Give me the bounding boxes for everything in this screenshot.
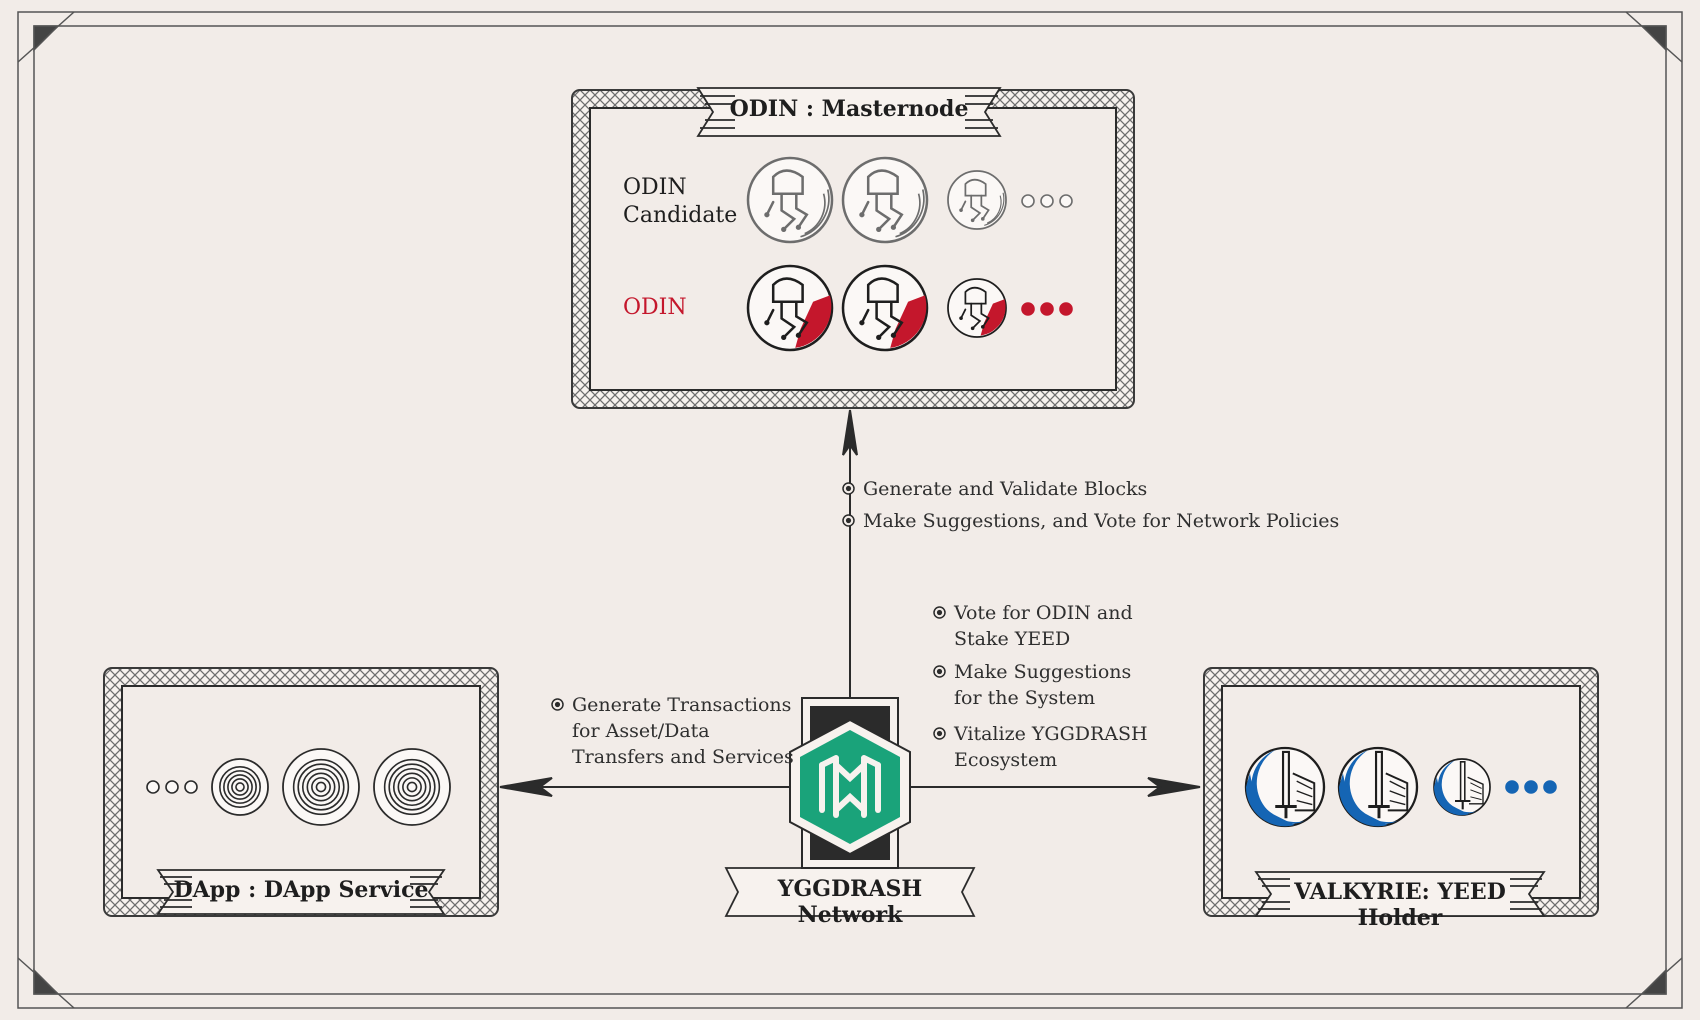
dapp-icon-row xyxy=(146,748,451,826)
viking-helmet-icon xyxy=(947,170,1007,230)
odin-label: ODIN xyxy=(623,295,687,320)
viking-helmet-icon xyxy=(746,156,834,244)
viking-helmet-red-icon xyxy=(746,264,834,352)
odin-masternode-box xyxy=(571,89,1135,409)
viking-helmet-icon xyxy=(841,156,929,244)
valkyrie-icon-row xyxy=(1244,746,1557,828)
concentric-circles-icon xyxy=(211,758,269,816)
valkyrie-sword-icon xyxy=(1337,746,1419,828)
odin-title-ribbon xyxy=(696,87,1002,137)
valkyrie-title-ribbon xyxy=(1254,871,1546,917)
valkyrie-edge-text-1: Vote for ODIN and Stake YEED xyxy=(954,602,1133,650)
yggdrash-hexagon-logo xyxy=(789,697,911,869)
outer-frame xyxy=(17,11,1683,1009)
odin-edge-item-2: Make Suggestions, and Vote for Network P… xyxy=(842,508,1339,534)
valkyrie-edge-item-2: Make Suggestions for the System xyxy=(933,659,1131,711)
network-title: YGGDRASH Network xyxy=(777,876,923,928)
valkyrie-edge-text-2: Make Suggestions for the System xyxy=(954,661,1132,709)
odin-icon-row xyxy=(746,264,1073,352)
odin-candidate-label: ODIN Candidate xyxy=(623,175,738,228)
dapp-edge-item-1: Generate Transactions for Asset/Data Tra… xyxy=(551,692,794,770)
viking-helmet-red-icon xyxy=(841,264,929,352)
dapp-box-title: DApp : DApp Service xyxy=(173,877,429,903)
valkyrie-edge-text-3: Vitalize YGGDRASH Ecosystem xyxy=(954,723,1148,771)
valkyrie-sword-icon xyxy=(1433,758,1491,816)
ellipsis-red-icon xyxy=(1021,302,1073,316)
valkyrie-box-title: VALKYRIE: YEED Holder xyxy=(1294,879,1506,931)
ellipsis-hollow-icon xyxy=(146,780,198,794)
bullet-icon xyxy=(551,698,564,711)
valkyrie-sword-icon xyxy=(1244,746,1326,828)
bullet-icon xyxy=(933,665,946,678)
odin-box-title: ODIN : Masternode xyxy=(729,96,969,122)
dapp-edge-text-1: Generate Transactions for Asset/Data Tra… xyxy=(572,694,794,768)
dapp-title-ribbon xyxy=(156,869,446,915)
connectors xyxy=(499,409,1201,797)
odin-edge-text-1: Generate and Validate Blocks xyxy=(863,478,1148,500)
valkyrie-edge-item-1: Vote for ODIN and Stake YEED xyxy=(933,600,1133,652)
viking-helmet-red-icon xyxy=(947,278,1007,338)
ellipsis-hollow-icon xyxy=(1021,194,1073,208)
odin-edge-item-1: Generate and Validate Blocks xyxy=(842,476,1147,502)
concentric-circles-icon xyxy=(282,748,360,826)
bullet-icon xyxy=(842,482,855,495)
valkyrie-edge-item-3: Vitalize YGGDRASH Ecosystem xyxy=(933,721,1148,773)
network-title-ribbon xyxy=(724,867,976,917)
bullet-icon xyxy=(933,606,946,619)
concentric-circles-icon xyxy=(373,748,451,826)
odin-candidate-icon-row xyxy=(746,156,1073,244)
odin-edge-text-2: Make Suggestions, and Vote for Network P… xyxy=(863,510,1340,532)
ellipsis-blue-icon xyxy=(1505,780,1557,794)
bullet-icon xyxy=(842,514,855,527)
bullet-icon xyxy=(933,727,946,740)
